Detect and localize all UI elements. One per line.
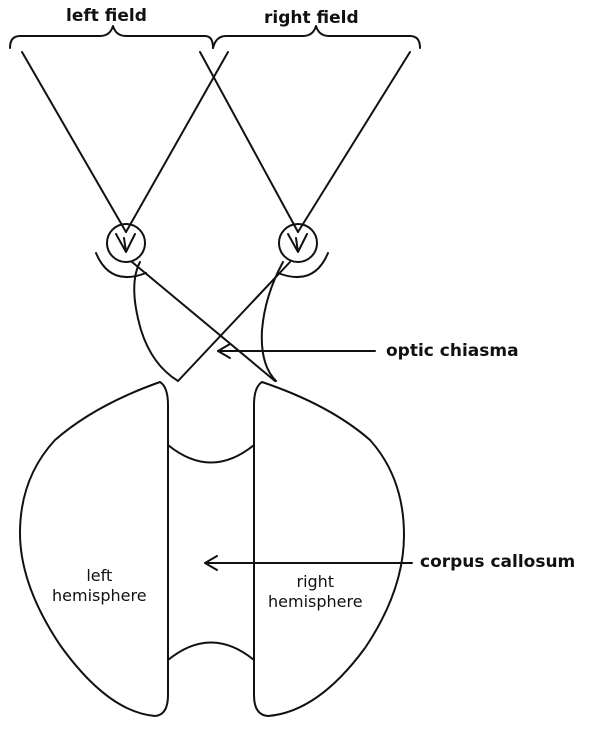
right-field-bracket xyxy=(213,26,420,48)
corpus-callosum-label: corpus callosum xyxy=(420,554,575,571)
right-hemisphere-label: right hemisphere xyxy=(268,572,363,612)
left-field-bracket xyxy=(10,26,213,48)
left-hemisphere-outline xyxy=(20,382,168,716)
optic-chiasma-label: optic chiasma xyxy=(386,343,519,360)
right-eye xyxy=(279,224,317,262)
left-eye xyxy=(107,224,145,262)
sight-line-right-cross xyxy=(200,52,298,232)
right-field-label: right field xyxy=(264,10,359,27)
optic-tract-right-to-left xyxy=(178,262,290,381)
optic-tract-left-to-right xyxy=(132,262,275,381)
right-eye-arrowhead xyxy=(288,234,307,252)
left-optic-nerve-outer xyxy=(134,262,178,381)
left-hemisphere-label: left hemisphere xyxy=(52,566,147,606)
right-hemisphere-outline xyxy=(254,382,404,716)
corpus-callosum-upper-arc xyxy=(168,445,254,463)
left-field-label: left field xyxy=(66,8,147,25)
corpus-callosum-lower-arc xyxy=(168,643,254,661)
left-eye-arrowhead xyxy=(116,234,135,252)
sight-line-left-cross xyxy=(126,52,228,232)
sight-line-left-outer xyxy=(22,52,126,232)
sight-line-right-outer xyxy=(298,52,410,232)
